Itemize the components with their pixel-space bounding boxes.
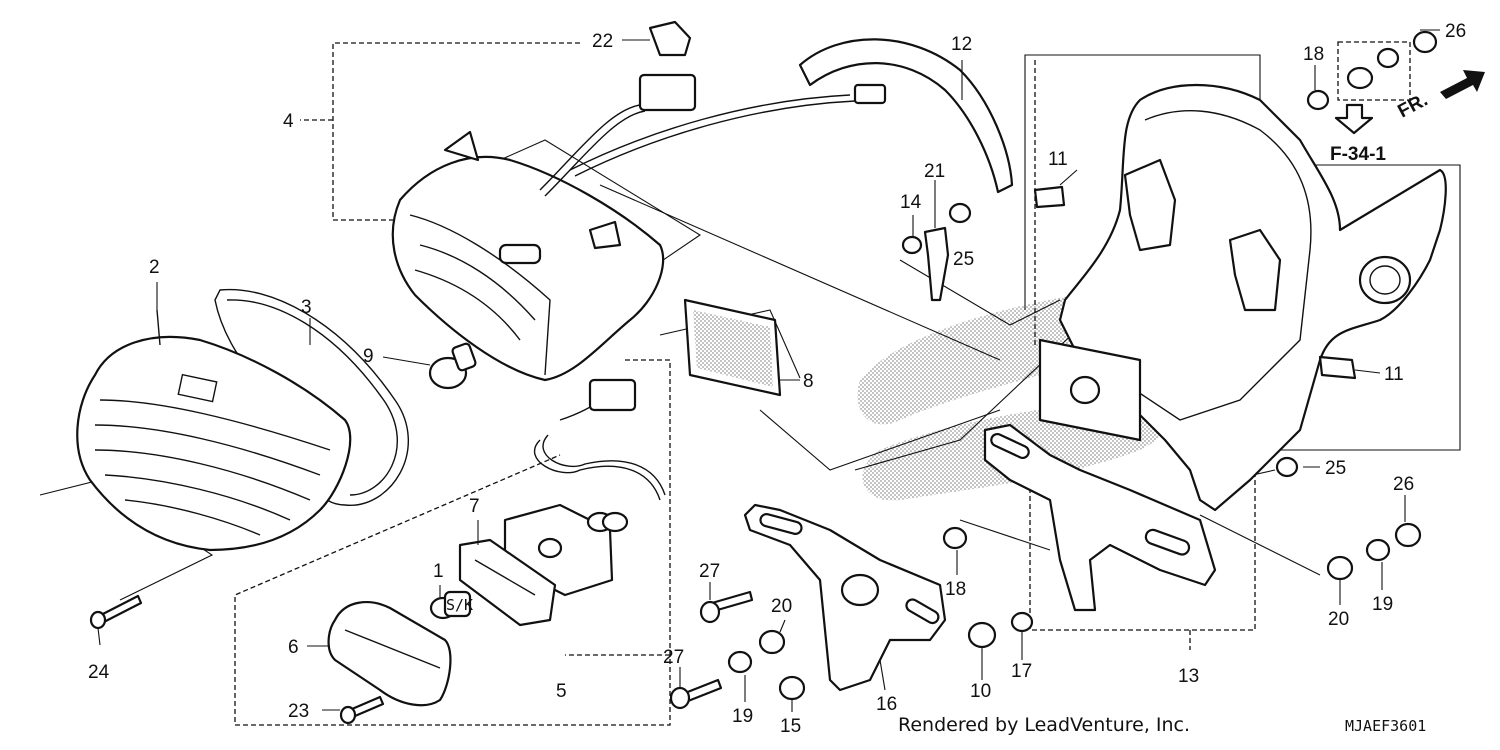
- callout-25-right: 25: [1325, 458, 1346, 479]
- nut-part-25-upper: [948, 202, 972, 224]
- collar-part-17: [1010, 611, 1034, 633]
- grommet-part-10: [967, 621, 997, 649]
- connector-icon: [588, 378, 637, 412]
- callout-24: 24: [88, 662, 110, 683]
- callout-8: 8: [803, 371, 814, 392]
- hardware: [89, 30, 1438, 725]
- reference-arrow-icon: [1334, 103, 1374, 135]
- bulb-part-9: [428, 342, 477, 390]
- callout-18-upper: 18: [1303, 44, 1324, 65]
- grommet-part-20-right: [1326, 555, 1354, 581]
- cap-part-15: [778, 675, 806, 701]
- rubber-part-11-lower: [1318, 355, 1357, 380]
- rear-fender-part-13: [1038, 83, 1447, 512]
- callout-27-lower: 27: [663, 647, 684, 668]
- callout-23: 23: [288, 701, 309, 722]
- callout-10: 10: [970, 681, 991, 702]
- callout-19-right: 19: [1372, 594, 1393, 615]
- callout-22: 22: [592, 31, 613, 52]
- grommet-part-20-left: [758, 629, 786, 655]
- callout-26-upper: 26: [1445, 21, 1466, 42]
- front-direction: FR.: [1394, 70, 1485, 122]
- license-lens-part-6: [327, 601, 452, 707]
- callout-19-left: 19: [732, 706, 753, 727]
- cap-part-26-lower: [1394, 522, 1422, 548]
- cap-part-26-upper: [1412, 30, 1438, 54]
- diagram-code: MJAEF3601: [1345, 717, 1426, 735]
- reflector-part-8: [683, 298, 782, 397]
- callout-20-left: 20: [771, 596, 792, 617]
- callout-4: 4: [283, 111, 294, 132]
- stay-part-21: [923, 226, 950, 302]
- callout-25-upper: 25: [953, 249, 974, 270]
- group-brackets: [234, 41, 1411, 726]
- callout-17: 17: [1011, 661, 1032, 682]
- callout-12: 12: [951, 34, 972, 55]
- nut-part-14: [901, 235, 923, 255]
- connector-icon: [638, 73, 697, 112]
- callout-13: 13: [1178, 666, 1199, 687]
- callout-16: 16: [876, 694, 897, 715]
- lens-seal-part-7: [458, 538, 557, 627]
- leader-lines: [97, 29, 1440, 712]
- collar-part-19-left: [727, 650, 753, 674]
- clip-part-22: [648, 20, 692, 57]
- bulb-part-1: S/K: [429, 590, 473, 620]
- nut-part-25-right: [1275, 456, 1299, 478]
- callout-20-right: 20: [1328, 609, 1349, 630]
- license-mount: [983, 423, 1217, 612]
- callout-2: 2: [149, 257, 160, 278]
- tail-light-housing-part-4: [391, 130, 665, 382]
- callout-6: 6: [288, 637, 299, 658]
- callout-27-upper: 27: [699, 561, 720, 582]
- collar-part-18-upper: [1306, 89, 1330, 111]
- wiring-harness: [539, 20, 887, 197]
- tail-lens-part-2: [76, 309, 352, 552]
- callout-26-lower: 26: [1393, 474, 1414, 495]
- callouts: 22 4 2 3 9 8 12 11 11 21 14 25 25 18 18 …: [88, 21, 1466, 737]
- reference-label: F-34-1: [1330, 144, 1386, 165]
- front-label: FR.: [1394, 90, 1431, 123]
- bulb-label: S/K: [446, 596, 473, 614]
- connector-small-icon: [853, 83, 887, 105]
- license-bracket-part-16: [743, 503, 947, 692]
- callout-18-lower: 18: [945, 579, 966, 600]
- callout-7: 7: [469, 496, 480, 517]
- callout-5: 5: [556, 681, 567, 702]
- callout-11-lower: 11: [1384, 364, 1404, 385]
- license-light-part-5: [503, 378, 666, 597]
- callout-3: 3: [301, 297, 312, 318]
- callout-14: 14: [900, 192, 922, 213]
- collar-part-19-right: [1365, 538, 1391, 562]
- credit-text: Rendered by LeadVenture, Inc.: [898, 714, 1190, 736]
- front-arrow-icon: [1440, 70, 1485, 99]
- trim-strip-part-12: [798, 38, 1014, 194]
- callout-1: 1: [433, 561, 444, 582]
- rubber-part-11-upper: [1033, 185, 1066, 209]
- reference-f-34-1: F-34-1: [1330, 103, 1386, 165]
- callout-11-upper: 11: [1048, 149, 1068, 170]
- callout-9: 9: [363, 346, 374, 367]
- collar-part-18-lower: [942, 526, 968, 550]
- callout-21: 21: [924, 161, 945, 182]
- callout-15: 15: [780, 716, 801, 737]
